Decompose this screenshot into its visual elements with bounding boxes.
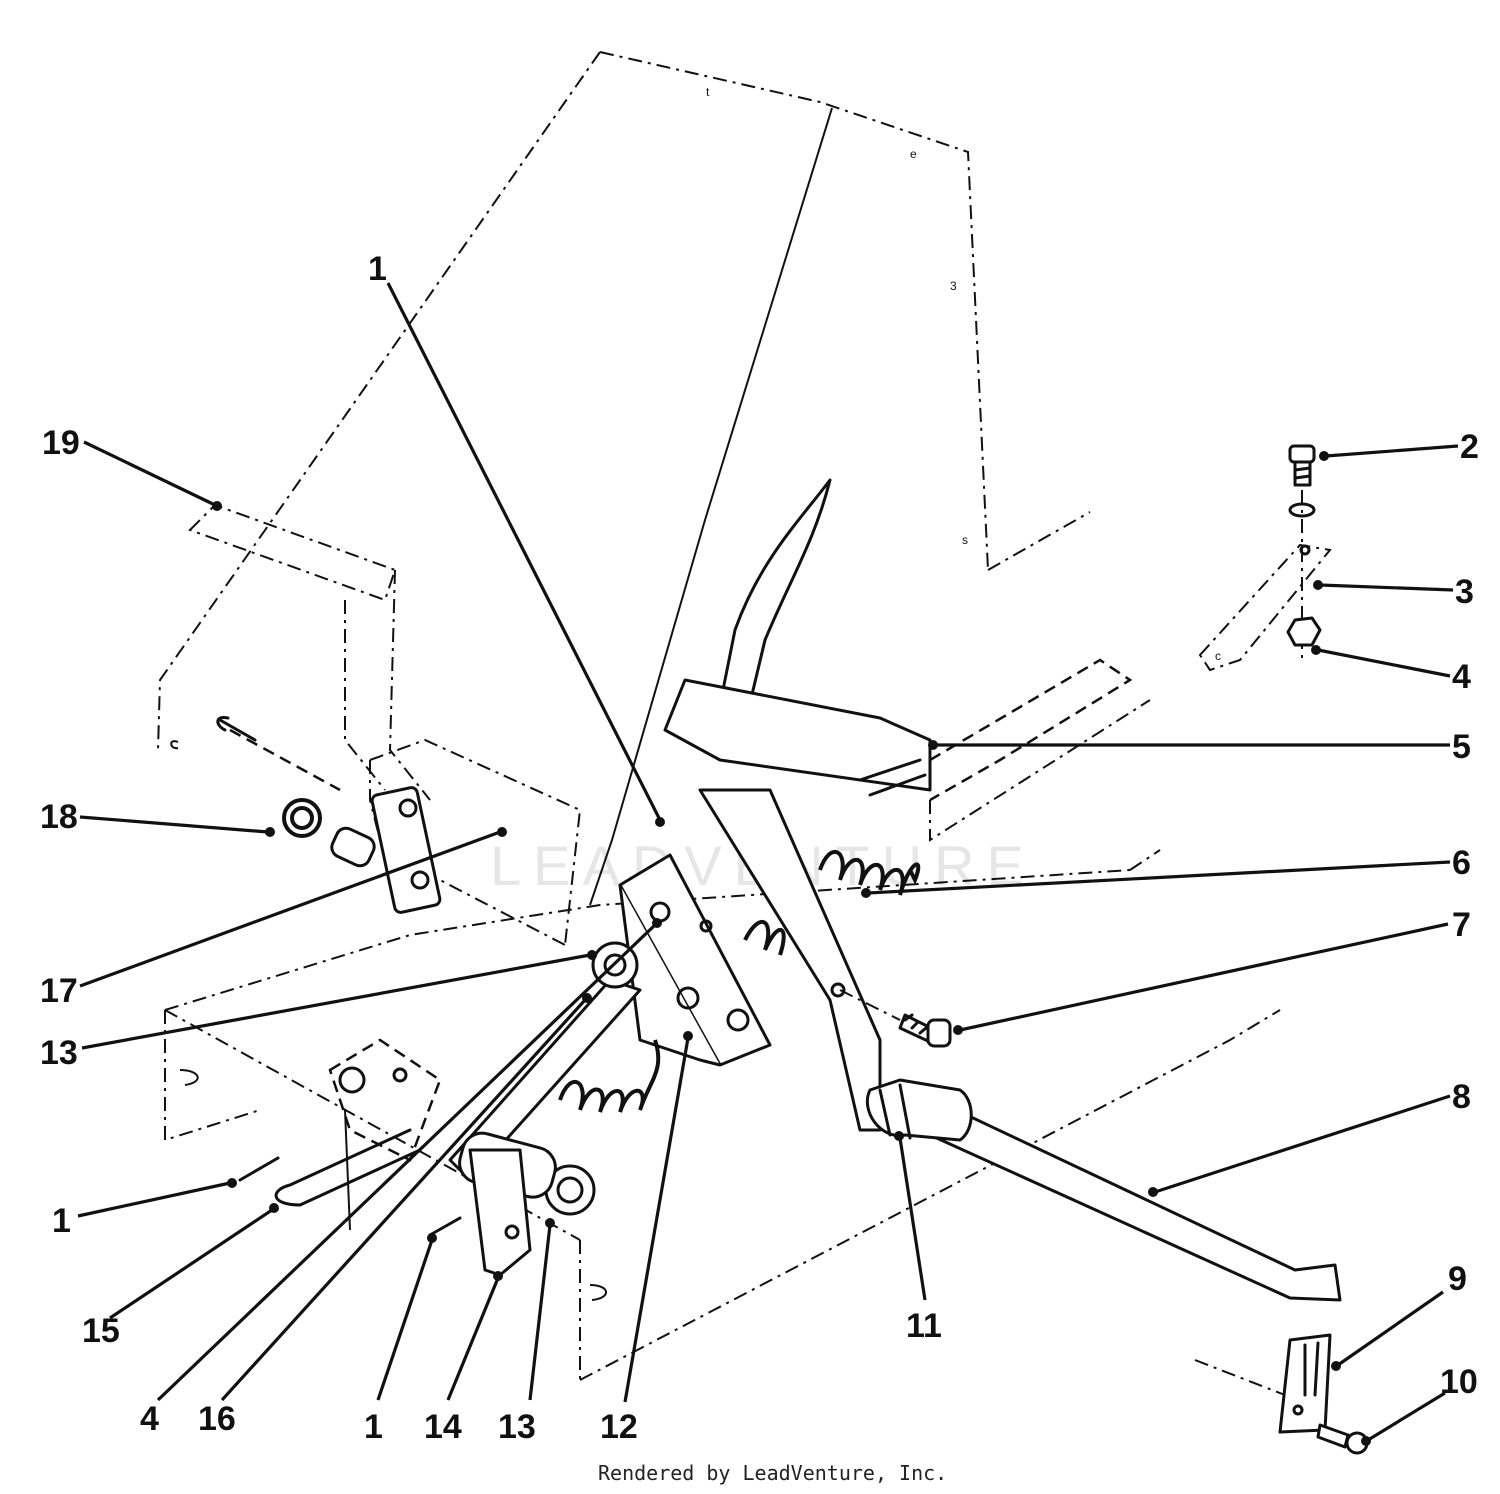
pedal-lever [663,478,1151,1132]
springs [558,849,921,1113]
callout-1-top: 1 [368,250,387,288]
svg-text:3: 3 [950,279,957,293]
pedal-rod [865,1078,1342,1302]
callout-5: 5 [1452,728,1471,766]
callout-3: 3 [1455,573,1474,611]
callout-17: 17 [40,972,78,1010]
callout-6: 6 [1452,844,1471,882]
chute-outline: t e 3 s [157,51,1091,906]
frame-plate [164,849,1281,1381]
callout-13-bottom: 13 [498,1408,536,1446]
callout-4-bottom: 4 [140,1400,159,1438]
callout-12: 12 [600,1408,638,1446]
callout-11: 11 [906,1307,942,1345]
left-spring-assembly [216,715,442,914]
svg-text:t: t [706,85,710,99]
callout-19: 19 [42,424,80,462]
callout-9: 9 [1448,1260,1467,1298]
callout-2: 2 [1460,428,1479,466]
deflector-bracket [170,503,582,946]
svg-text:c: c [1215,649,1221,663]
callout-14: 14 [424,1408,462,1446]
svg-text:s: s [962,533,968,547]
callout-18: 18 [40,798,78,836]
footer-credit: Rendered by LeadVenture, Inc. [598,1461,947,1485]
small-bolts [238,1156,462,1237]
callout-1-bottom: 1 [364,1408,383,1446]
bottom-right-plate [1194,1333,1369,1455]
callout-15: 15 [82,1312,120,1350]
bolt-7 [830,982,952,1048]
callout-1-left: 1 [52,1202,71,1240]
small-lever-plate [328,1038,532,1277]
callout-8: 8 [1452,1078,1471,1116]
callout-16: 16 [198,1400,236,1438]
callout-10: 10 [1440,1363,1478,1401]
callout-13-left: 13 [40,1034,78,1072]
leader-lines [77,282,1459,1446]
callout-7: 7 [1452,906,1471,944]
top-right-hardware: c [1198,444,1332,672]
svg-text:e: e [910,147,917,161]
main-bracket [618,853,772,1067]
callout-4-right: 4 [1452,658,1471,696]
callout-numbers: 1 2 3 4 5 6 7 8 9 10 11 12 13 14 1 16 4 … [40,250,1479,1446]
hook-rod [274,1109,422,1231]
